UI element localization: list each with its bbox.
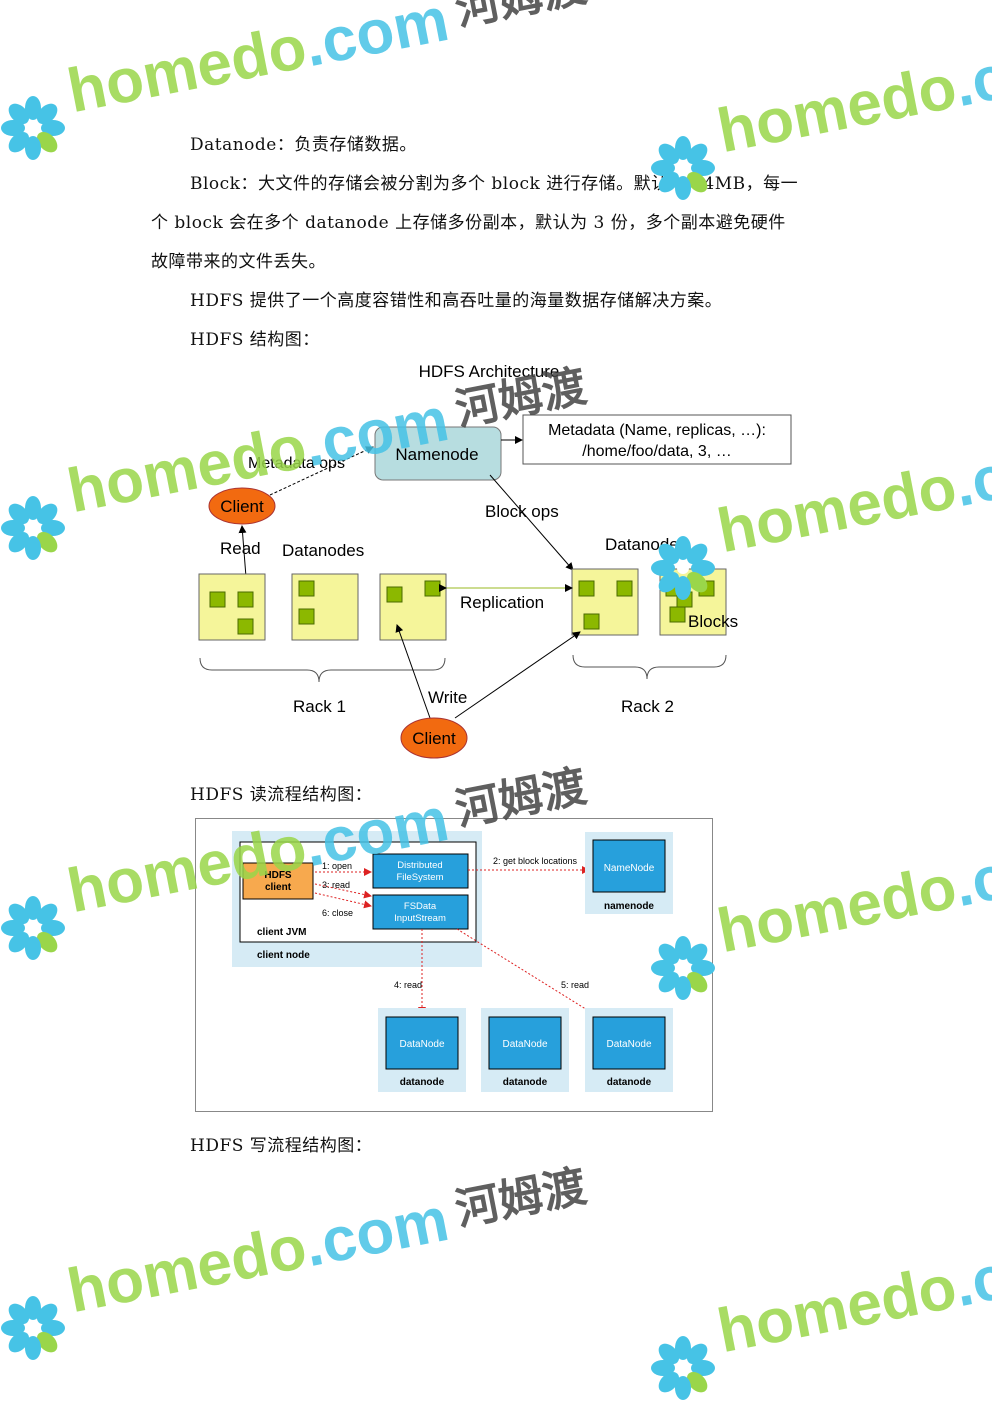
- paragraph-block-line2: 个 block 会在多个 datanode 上存储多份副本，默认为 3 份，多个…: [151, 213, 786, 233]
- datanode-label: datanode: [503, 1077, 548, 1088]
- metadata-line2: /home/foo/data, 3, …: [582, 443, 731, 460]
- dfs-label1: Distributed: [397, 860, 442, 871]
- rack2-label: Rack 2: [621, 697, 674, 716]
- client-jvm-label: client JVM: [257, 927, 306, 938]
- namenode-box: [374, 426, 502, 481]
- namenode-box-label: NameNode: [604, 863, 655, 874]
- rack1-brace: [199, 657, 446, 683]
- hdfs-read-flow-diagram: HDFS client Distributed FileSystem FSDat…: [195, 818, 713, 1112]
- paragraph-hdfs-summary: HDFS 提供了一个高度容错性和高吞吐量的海量数据存储解决方案。: [190, 291, 723, 311]
- hdfs-architecture-diagram: HDFS Architecture Metadata (Name, replic…: [198, 362, 792, 759]
- homedo-watermark: homedo.com河姆渡: [650, 1225, 992, 1403]
- datanode-label: datanode: [607, 1077, 652, 1088]
- datanode-box-label: DataNode: [502, 1039, 547, 1050]
- hdfs-client-label2: client: [265, 882, 292, 893]
- metadata-line1: Metadata (Name, replicas, …):: [548, 422, 766, 439]
- blocks-label: Blocks: [688, 612, 738, 631]
- caption-read-flow: HDFS 读流程结构图：: [190, 785, 373, 805]
- datanode-r1-1: [198, 573, 266, 641]
- client-node-label: client node: [257, 950, 310, 961]
- client-top-label: Client: [220, 497, 264, 516]
- dfs-label2: FileSystem: [397, 872, 444, 883]
- read-label: Read: [220, 539, 261, 558]
- read4-label: 4: read: [394, 980, 422, 990]
- datanode-box-label: DataNode: [606, 1039, 651, 1050]
- datanodes-left-label: Datanodes: [282, 541, 364, 560]
- client-top: [208, 487, 276, 525]
- hdfs-client-box: [242, 862, 314, 900]
- client-bottom-label: Client: [412, 729, 456, 748]
- read5-label: 5: read: [561, 980, 589, 990]
- paragraph-datanode: Datanode：负责存储数据。: [190, 135, 417, 155]
- metadata-ops-label: Metadata ops: [248, 455, 345, 472]
- fsd-label1: FSData: [404, 901, 437, 912]
- write-label: Write: [428, 688, 467, 707]
- caption-write-flow: HDFS 写流程结构图：: [190, 1136, 373, 1156]
- rack2-brace: [572, 654, 727, 680]
- datanode-1: DataNode datanode: [378, 1008, 466, 1092]
- replication-label: Replication: [460, 593, 544, 612]
- metadata-box: [522, 414, 792, 465]
- open-label: 1: open: [322, 861, 352, 871]
- read3-label: 3: read: [322, 880, 350, 890]
- close-label: 6: close: [322, 908, 353, 918]
- datanode-r2-1: [571, 568, 639, 636]
- distributed-filesystem-box: [372, 853, 469, 889]
- datanode-2: DataNode datanode: [481, 1008, 569, 1092]
- fsd-label2: InputStream: [394, 913, 446, 924]
- fsdata-inputstream-box: [372, 894, 469, 930]
- client-bottom: [400, 717, 468, 759]
- paragraph-block-line1: Block：大文件的存储会被分割为多个 block 进行存储。默认为 64MB，…: [190, 174, 799, 194]
- get-block-label: 2: get block locations: [493, 856, 578, 866]
- namenode-label: namenode: [604, 901, 654, 912]
- homedo-watermark: homedo.com河姆渡: [0, 1162, 590, 1370]
- architecture-title: HDFS Architecture: [419, 362, 560, 381]
- paragraph-block-line3: 故障带来的文件丢失。: [151, 252, 326, 272]
- namenode-label: Namenode: [395, 445, 478, 464]
- datanode-box-label: DataNode: [399, 1039, 444, 1050]
- datanodes-right-label: Datanodes: [605, 535, 687, 554]
- datanode-label: datanode: [400, 1077, 445, 1088]
- hdfs-client-label1: HDFS: [264, 870, 292, 881]
- caption-architecture: HDFS 结构图：: [190, 330, 320, 350]
- rack1-label: Rack 1: [293, 697, 346, 716]
- datanode-3: DataNode datanode: [585, 1008, 673, 1092]
